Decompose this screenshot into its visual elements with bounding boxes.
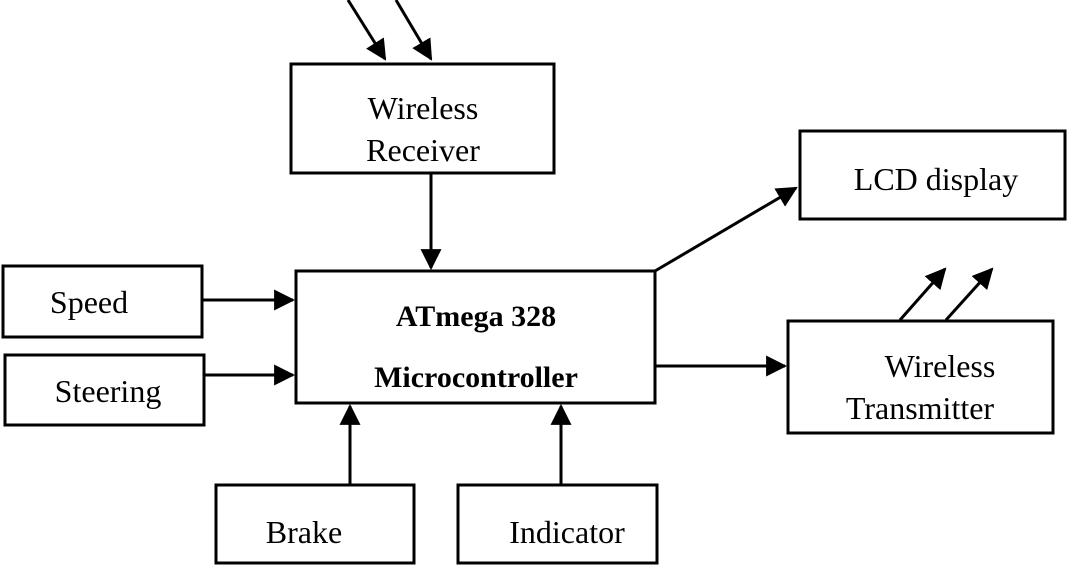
receiver-signal-arrow-1 bbox=[346, 0, 387, 61]
wireless-transmitter-box bbox=[786, 319, 1055, 435]
wireless-receiver-box bbox=[289, 62, 556, 175]
steering-label: Steering bbox=[55, 373, 162, 409]
indicator-box bbox=[456, 483, 659, 565]
microcontroller-box bbox=[294, 269, 657, 405]
wireless-transmitter-label-line2: Transmitter bbox=[846, 390, 995, 426]
microcontroller-block: ATmega 328 Microcontroller bbox=[294, 269, 657, 405]
microcontroller-label-line2: Microcontroller bbox=[374, 361, 578, 394]
brake-box bbox=[214, 483, 416, 565]
arrow-mcu-to-lcd bbox=[654, 186, 798, 273]
wireless-transmitter-block: Wireless Transmitter bbox=[786, 319, 1055, 435]
brake-label: Brake bbox=[266, 514, 342, 550]
speed-label: Speed bbox=[50, 284, 128, 320]
transmitter-antenna-icon bbox=[898, 267, 994, 322]
lcd-display-block: LCD display bbox=[798, 129, 1067, 221]
steering-block: Steering bbox=[3, 353, 206, 427]
steering-box bbox=[3, 353, 206, 427]
wireless-transmitter-label-line1: Wireless bbox=[885, 348, 996, 384]
wireless-receiver-label-line1: Wireless bbox=[368, 90, 479, 126]
wireless-receiver-block: Wireless Receiver bbox=[289, 62, 556, 175]
receiver-signal-arrow-2 bbox=[394, 0, 433, 61]
lcd-display-label: LCD display bbox=[854, 161, 1018, 197]
lcd-display-box bbox=[798, 129, 1067, 221]
brake-block: Brake bbox=[214, 483, 416, 565]
transmitter-signal-arrow-1 bbox=[898, 267, 947, 321]
indicator-block: Indicator bbox=[456, 483, 659, 565]
wireless-receiver-label-line2: Receiver bbox=[366, 132, 480, 168]
microcontroller-label-line1: ATmega 328 bbox=[396, 300, 556, 333]
speed-block: Speed bbox=[1, 264, 204, 339]
connections bbox=[202, 174, 798, 485]
speed-box bbox=[1, 264, 204, 339]
transmitter-signal-arrow-2 bbox=[944, 267, 994, 322]
indicator-label: Indicator bbox=[509, 514, 625, 550]
receiver-antenna-icon bbox=[346, 0, 433, 61]
